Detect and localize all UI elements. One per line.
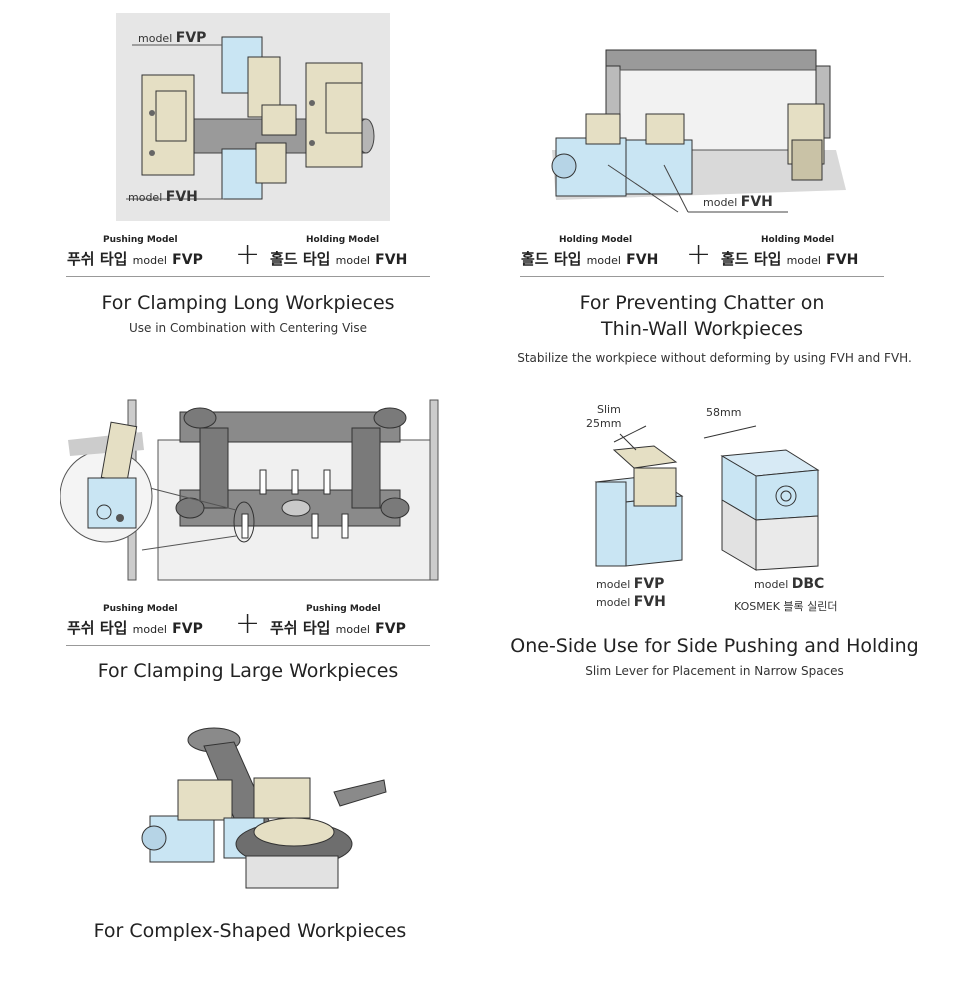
label-pushing-model: Pushing Model xyxy=(103,235,178,245)
plus-icon: + xyxy=(235,237,261,272)
label-pushing-model-right: Pushing Model xyxy=(306,604,381,614)
illustration-slim-lever xyxy=(594,425,820,571)
callout-model-fvp: model FVP xyxy=(138,30,207,46)
panel-thin-wall: model FVH Holding Model 홀드 타입 model FVH … xyxy=(476,0,953,380)
panel-one-side: Slim 25mm 58mm model FVP model FVH model… xyxy=(476,380,953,710)
sub-one-side: Slim Lever for Placement in Narrow Space… xyxy=(585,664,844,678)
sub-long-workpieces: Use in Combination with Centering Vise xyxy=(128,321,368,335)
combo-left: 홀드 타입 model FVH xyxy=(521,250,659,268)
divider xyxy=(66,645,430,646)
dim-slim: Slim xyxy=(597,403,621,416)
label-model-fvp: model FVP xyxy=(596,576,665,592)
sub-chatter: Stabilize the workpiece without deformin… xyxy=(517,351,912,365)
divider xyxy=(66,276,430,277)
illustration-thin-wall xyxy=(551,49,846,213)
panel-complex-shapes: For Complex-Shaped Workpieces xyxy=(0,710,476,997)
combo-right: 푸쉬 타입 model FVP xyxy=(270,619,406,637)
label-holding-model: Holding Model xyxy=(306,235,380,245)
label-holding-model-right: Holding Model xyxy=(761,235,835,245)
dim-25mm: 25mm xyxy=(586,417,622,430)
heading-large-workpieces: For Clamping Large Workpieces xyxy=(97,660,399,682)
panel-long-workpieces: model FVP model FVH Pushing Model 푸쉬 타입 … xyxy=(0,0,476,380)
plus-icon: + xyxy=(235,606,261,641)
label-model-fvh: model FVH xyxy=(596,594,666,610)
illustration-large-workpiece xyxy=(60,399,439,581)
illustration-long-workpiece xyxy=(116,13,390,221)
dim-58mm: 58mm xyxy=(706,406,742,419)
divider xyxy=(520,276,884,277)
combo-left: 푸쉬 타입 model FVP xyxy=(67,250,203,268)
combo-right: 홀드 타입 model FVH xyxy=(721,250,859,268)
heading-complex-shapes: For Complex-Shaped Workpieces xyxy=(93,920,407,942)
combo-right: 홀드 타입 model FVH xyxy=(270,250,408,268)
combo-left: 푸쉬 타입 model FVP xyxy=(67,619,203,637)
panel-large-workpieces: Pushing Model 푸쉬 타입 model FVP + Pushing … xyxy=(0,380,476,710)
label-holding-model-left: Holding Model xyxy=(559,235,633,245)
callout-model-fvh: model FVH xyxy=(703,194,773,210)
label-pushing-model-left: Pushing Model xyxy=(103,604,178,614)
heading-long-workpieces: For Clamping Long Workpieces xyxy=(101,292,395,314)
heading-chatter-1: For Preventing Chatter on xyxy=(579,292,825,314)
heading-chatter-2: Thin-Wall Workpieces xyxy=(600,318,804,340)
label-model-dbc: model DBC xyxy=(754,576,825,592)
heading-one-side: One-Side Use for Side Pushing and Holdin… xyxy=(510,635,919,657)
callout-model-fvh: model FVH xyxy=(128,189,198,205)
illustration-complex-workpiece xyxy=(141,727,387,889)
caption-dbc: KOSMEK 블록 실린더 xyxy=(734,600,838,613)
plus-icon: + xyxy=(686,237,712,272)
